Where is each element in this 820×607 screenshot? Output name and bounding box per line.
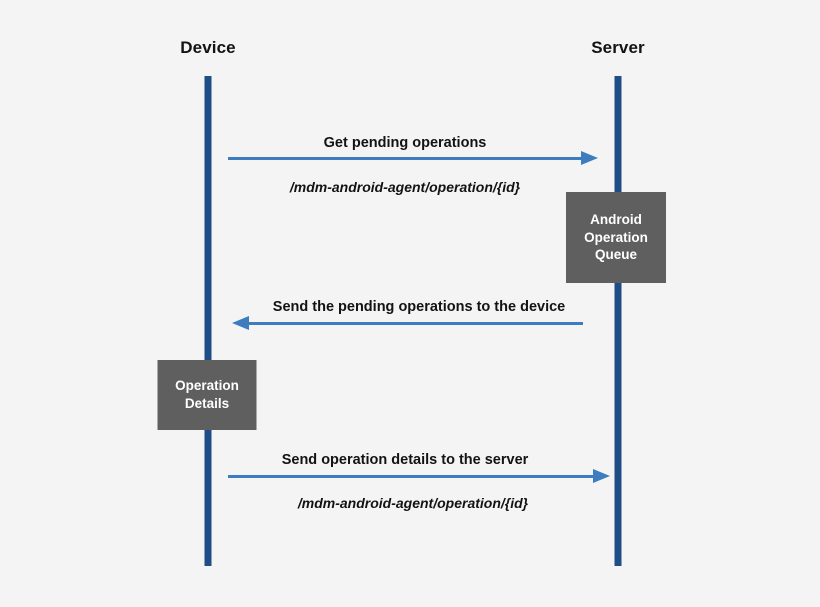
note-android-operation-queue: Android Operation Queue [566, 192, 666, 283]
arrow-head-right-icon [593, 469, 610, 483]
arrow-line [248, 322, 583, 325]
message-label-send-pending-operations: Send the pending operations to the devic… [272, 299, 566, 315]
lifeline-device [204, 76, 212, 566]
lifeline-server [614, 76, 622, 566]
note-android-operation-queue-label: Android Operation Queue [584, 211, 648, 263]
message-endpoint-get-pending-operations: /mdm-android-agent/operation/{id} [289, 179, 521, 195]
message-label-send-operation-details: Send operation details to the server [281, 452, 529, 468]
message-label-get-pending-operations: Get pending operations [323, 135, 487, 151]
participant-label-server: Server [591, 38, 645, 57]
arrow-line [228, 157, 582, 160]
note-operation-details: Operation Details [157, 360, 257, 430]
note-operation-details-label: Operation Details [175, 378, 239, 411]
participant-label-device: Device [180, 38, 236, 57]
arrow-head-right-icon [581, 151, 598, 165]
arrow-head-left-icon [232, 316, 249, 330]
message-endpoint-send-operation-details: /mdm-android-agent/operation/{id} [297, 495, 529, 511]
arrow-line [228, 475, 594, 478]
